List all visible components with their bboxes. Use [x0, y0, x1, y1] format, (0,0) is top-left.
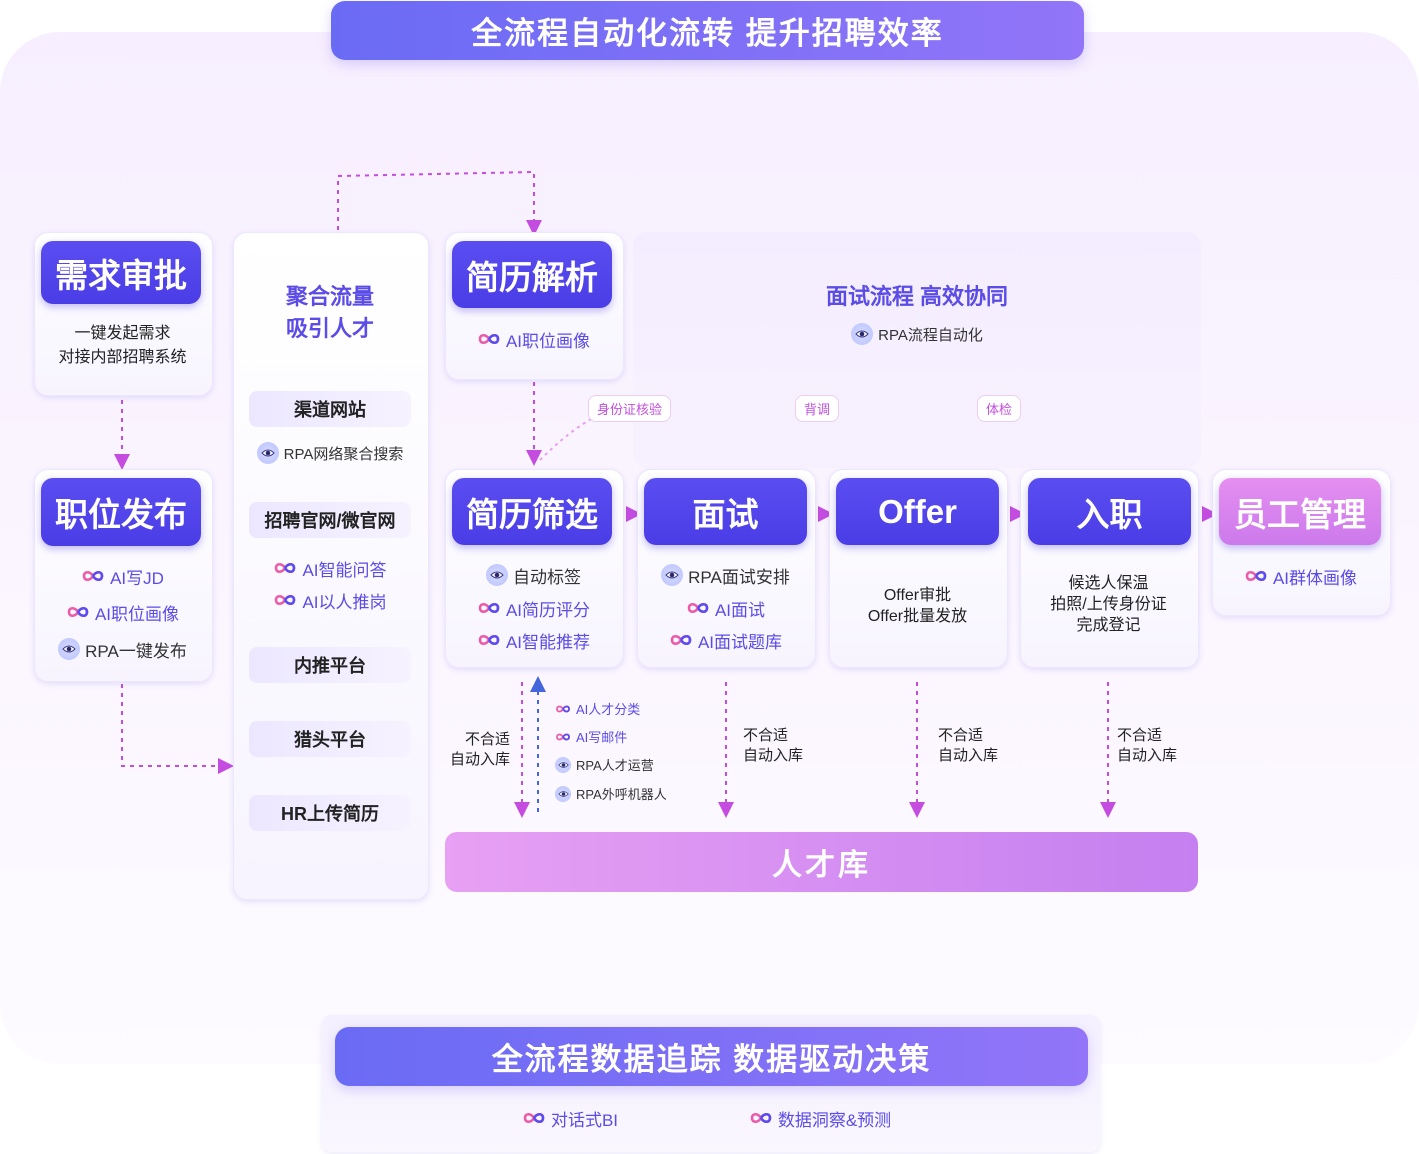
eye-icon: [555, 785, 571, 802]
eye-icon: [555, 756, 571, 773]
tag-background-check: 背调: [795, 395, 840, 422]
infinity-icon: [1244, 569, 1268, 583]
unfit-label-onboard: 不合适 自动入库: [1117, 726, 1177, 766]
footer-feature-insight: 数据洞察&预测: [710, 1106, 930, 1130]
unfit-line-1: 不合适: [464, 731, 510, 748]
offer-title: Offer: [836, 478, 999, 545]
pool-feature-3: RPA人才运营: [555, 755, 654, 774]
infinity-icon: [686, 601, 710, 615]
eye-icon: [256, 442, 279, 464]
post-title: 职位发布: [41, 478, 201, 546]
parse-feature: AI职位画像: [445, 327, 622, 351]
unfit-line-1: 不合适: [743, 727, 789, 744]
channel-official-site: 招聘官网/微官网: [249, 502, 411, 538]
offer-desc-1: Offer审批: [883, 587, 952, 604]
infinity-icon: [749, 1111, 773, 1125]
pool-feature-2: AI写邮件: [555, 727, 627, 746]
channel-referral: 内推平台: [249, 647, 411, 683]
infinity-icon: [66, 605, 90, 619]
infinity-icon: [669, 633, 693, 647]
interview-feature-1: RPA面试安排: [637, 563, 814, 587]
interview-title: 面试: [644, 478, 807, 545]
unfit-label-interview: 不合适 自动入库: [743, 726, 803, 766]
unfit-line-2: 自动入库: [938, 747, 999, 764]
header-banner: 全流程自动化流转 提升招聘效率: [331, 1, 1084, 60]
channel-rpa-search: RPA网络聚合搜索: [233, 441, 427, 465]
onboard-desc-2: 拍照/上传身份证: [1050, 596, 1167, 613]
staff-title: 员工管理: [1219, 478, 1381, 545]
onboard-desc-3: 完成登记: [1076, 617, 1141, 634]
interview-flow-panel: [633, 232, 1201, 468]
tag-medical-exam: 体检: [977, 395, 1022, 422]
tag-id-check: 身份证核验: [588, 395, 672, 422]
infinity-icon: [477, 332, 501, 346]
talent-pool-bar: 人才库: [445, 832, 1198, 892]
screen-feature-3: AI智能推荐: [445, 628, 622, 652]
pool-feature-1: AI人才分类: [555, 699, 640, 718]
screen-title: 简历筛选: [452, 478, 612, 545]
channel-ai-qa: AI智能问答: [233, 556, 427, 580]
onboard-desc-1: 候选人保温: [1068, 575, 1149, 592]
channel-hr-upload: HR上传简历: [249, 795, 411, 831]
eye-icon: [58, 638, 81, 660]
channel-headhunter: 猎头平台: [249, 721, 411, 757]
onboard-title: 入职: [1028, 478, 1191, 545]
unfit-label-screen: 不合适 自动入库: [446, 730, 510, 770]
traffic-card: [233, 232, 429, 900]
unfit-label-offer: 不合适 自动入库: [938, 726, 998, 766]
parse-title: 简历解析: [452, 241, 612, 308]
infinity-icon: [273, 561, 297, 575]
interview-feature-3: AI面试题库: [637, 628, 814, 652]
screen-feature-2: AI简历评分: [445, 596, 622, 620]
screen-feature-1: 自动标签: [445, 563, 622, 587]
eye-icon: [486, 564, 508, 586]
pool-feature-4: RPA外呼机器人: [555, 784, 667, 803]
demand-desc-1: 一键发起需求: [74, 325, 171, 342]
traffic-heading-1: 聚合流量: [285, 284, 374, 309]
unfit-line-2: 自动入库: [449, 751, 510, 768]
demand-title: 需求审批: [41, 241, 201, 304]
infinity-icon: [477, 633, 501, 647]
infinity-icon: [555, 704, 571, 714]
unfit-line-2: 自动入库: [743, 747, 804, 764]
infinity-icon: [477, 601, 501, 615]
eye-icon: [661, 564, 684, 586]
infinity-icon: [273, 593, 297, 607]
infinity-icon: [81, 569, 105, 583]
interview-feature-2: AI面试: [637, 596, 814, 620]
interview-flow-heading: 面试流程 高效协同: [825, 284, 1009, 309]
channel-ai-person: AI以人推岗: [233, 588, 427, 612]
post-feature-1: AI写JD: [34, 564, 211, 588]
footer-banner: 全流程数据追踪 数据驱动决策: [335, 1027, 1088, 1086]
demand-desc-2: 对接内部招聘系统: [58, 349, 187, 366]
traffic-heading-2: 吸引人才: [285, 316, 374, 341]
eye-icon: [851, 323, 874, 345]
offer-desc-2: Offer批量发放: [867, 608, 968, 625]
footer-feature-bi: 对话式BI: [460, 1106, 680, 1130]
infinity-icon: [522, 1111, 546, 1125]
post-feature-2: AI职位画像: [34, 600, 211, 624]
interview-flow-feature: RPA流程自动化: [633, 322, 1201, 346]
unfit-line-2: 自动入库: [1117, 747, 1178, 764]
post-feature-3: RPA一键发布: [34, 637, 211, 661]
unfit-line-1: 不合适: [1117, 727, 1163, 744]
staff-feature: AI群体画像: [1212, 564, 1389, 588]
infinity-icon: [555, 732, 571, 742]
unfit-line-1: 不合适: [938, 727, 984, 744]
channel-websites: 渠道网站: [249, 391, 411, 427]
